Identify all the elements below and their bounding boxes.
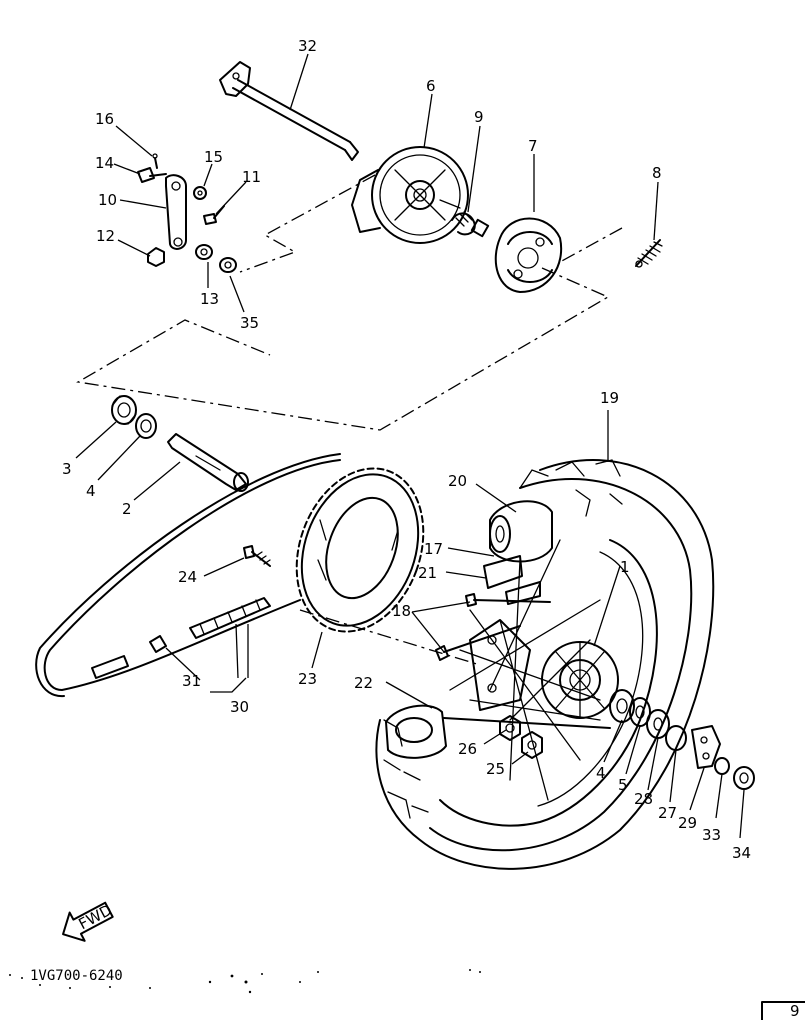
callout-29: 29 — [678, 814, 697, 832]
callout-labels: 32 6 9 7 8 16 15 14 11 10 12 13 35 3 4 2… — [62, 37, 751, 862]
callout-10: 10 — [98, 191, 117, 209]
brake-shoe — [494, 217, 563, 293]
callout-18: 18 — [392, 602, 411, 620]
right-side-hardware — [609, 689, 755, 790]
corner-mark-text: 9 — [790, 1002, 800, 1020]
callout-32: 32 — [298, 37, 317, 55]
drive-chain — [35, 453, 341, 698]
corner-frame-mark: 9 — [761, 1001, 805, 1020]
callout-3: 3 — [62, 460, 72, 478]
sprocket-bolt — [243, 545, 271, 567]
callout-7: 7 — [528, 137, 538, 155]
callout-24: 24 — [178, 568, 197, 586]
chain-adjuster — [385, 704, 611, 759]
brake-arm-hardware — [137, 153, 237, 273]
brake-spring — [635, 239, 663, 268]
callout-19: 19 — [600, 389, 619, 407]
callout-23: 23 — [298, 670, 317, 688]
callout-17: 17 — [424, 540, 443, 558]
callout-35: 35 — [240, 314, 259, 332]
callout-14: 14 — [95, 154, 114, 172]
callout-8: 8 — [652, 164, 662, 182]
callout-27: 27 — [658, 804, 677, 822]
bearings-and-spacer — [111, 395, 249, 492]
callout-11: 11 — [242, 168, 261, 186]
rear-sprocket — [295, 467, 425, 633]
callout-4: 4 — [86, 482, 96, 500]
callout-28: 28 — [634, 790, 653, 808]
callout-30: 30 — [230, 698, 249, 716]
scan-noise — [9, 969, 481, 994]
callout-16: 16 — [95, 110, 114, 128]
callout-33: 33 — [702, 826, 721, 844]
callout-13: 13 — [200, 290, 219, 308]
callout-1: 1 — [620, 558, 630, 576]
callout-31: 31 — [182, 672, 201, 690]
brake-shoe-plate — [351, 146, 469, 244]
drawing-code: 1VG700-6240 — [30, 968, 123, 984]
callout-34: 34 — [732, 844, 751, 862]
callout-12: 12 — [96, 227, 115, 245]
callout-6: 6 — [426, 77, 436, 95]
callout-9: 9 — [474, 108, 484, 126]
axle-spacers — [483, 500, 553, 605]
chain-joint — [91, 597, 271, 679]
callout-4b: 4 — [596, 764, 606, 782]
brake-camshaft — [451, 211, 490, 238]
leader-lines — [75, 53, 745, 839]
callout-15: 15 — [204, 148, 223, 166]
disc-bolts — [435, 593, 551, 661]
assembly-grouping-lines — [76, 174, 623, 666]
callout-21: 21 — [418, 564, 437, 582]
callout-22: 22 — [354, 674, 373, 692]
callout-25: 25 — [486, 760, 505, 778]
callout-2: 2 — [122, 500, 132, 518]
callout-5: 5 — [618, 776, 628, 794]
callout-20: 20 — [448, 472, 467, 490]
forward-arrow-icon: FWD — [62, 901, 115, 942]
callout-26: 26 — [458, 740, 477, 758]
rear-wheel — [375, 459, 715, 870]
fwd-label: FWD — [76, 901, 115, 933]
rear-axle — [219, 61, 359, 161]
